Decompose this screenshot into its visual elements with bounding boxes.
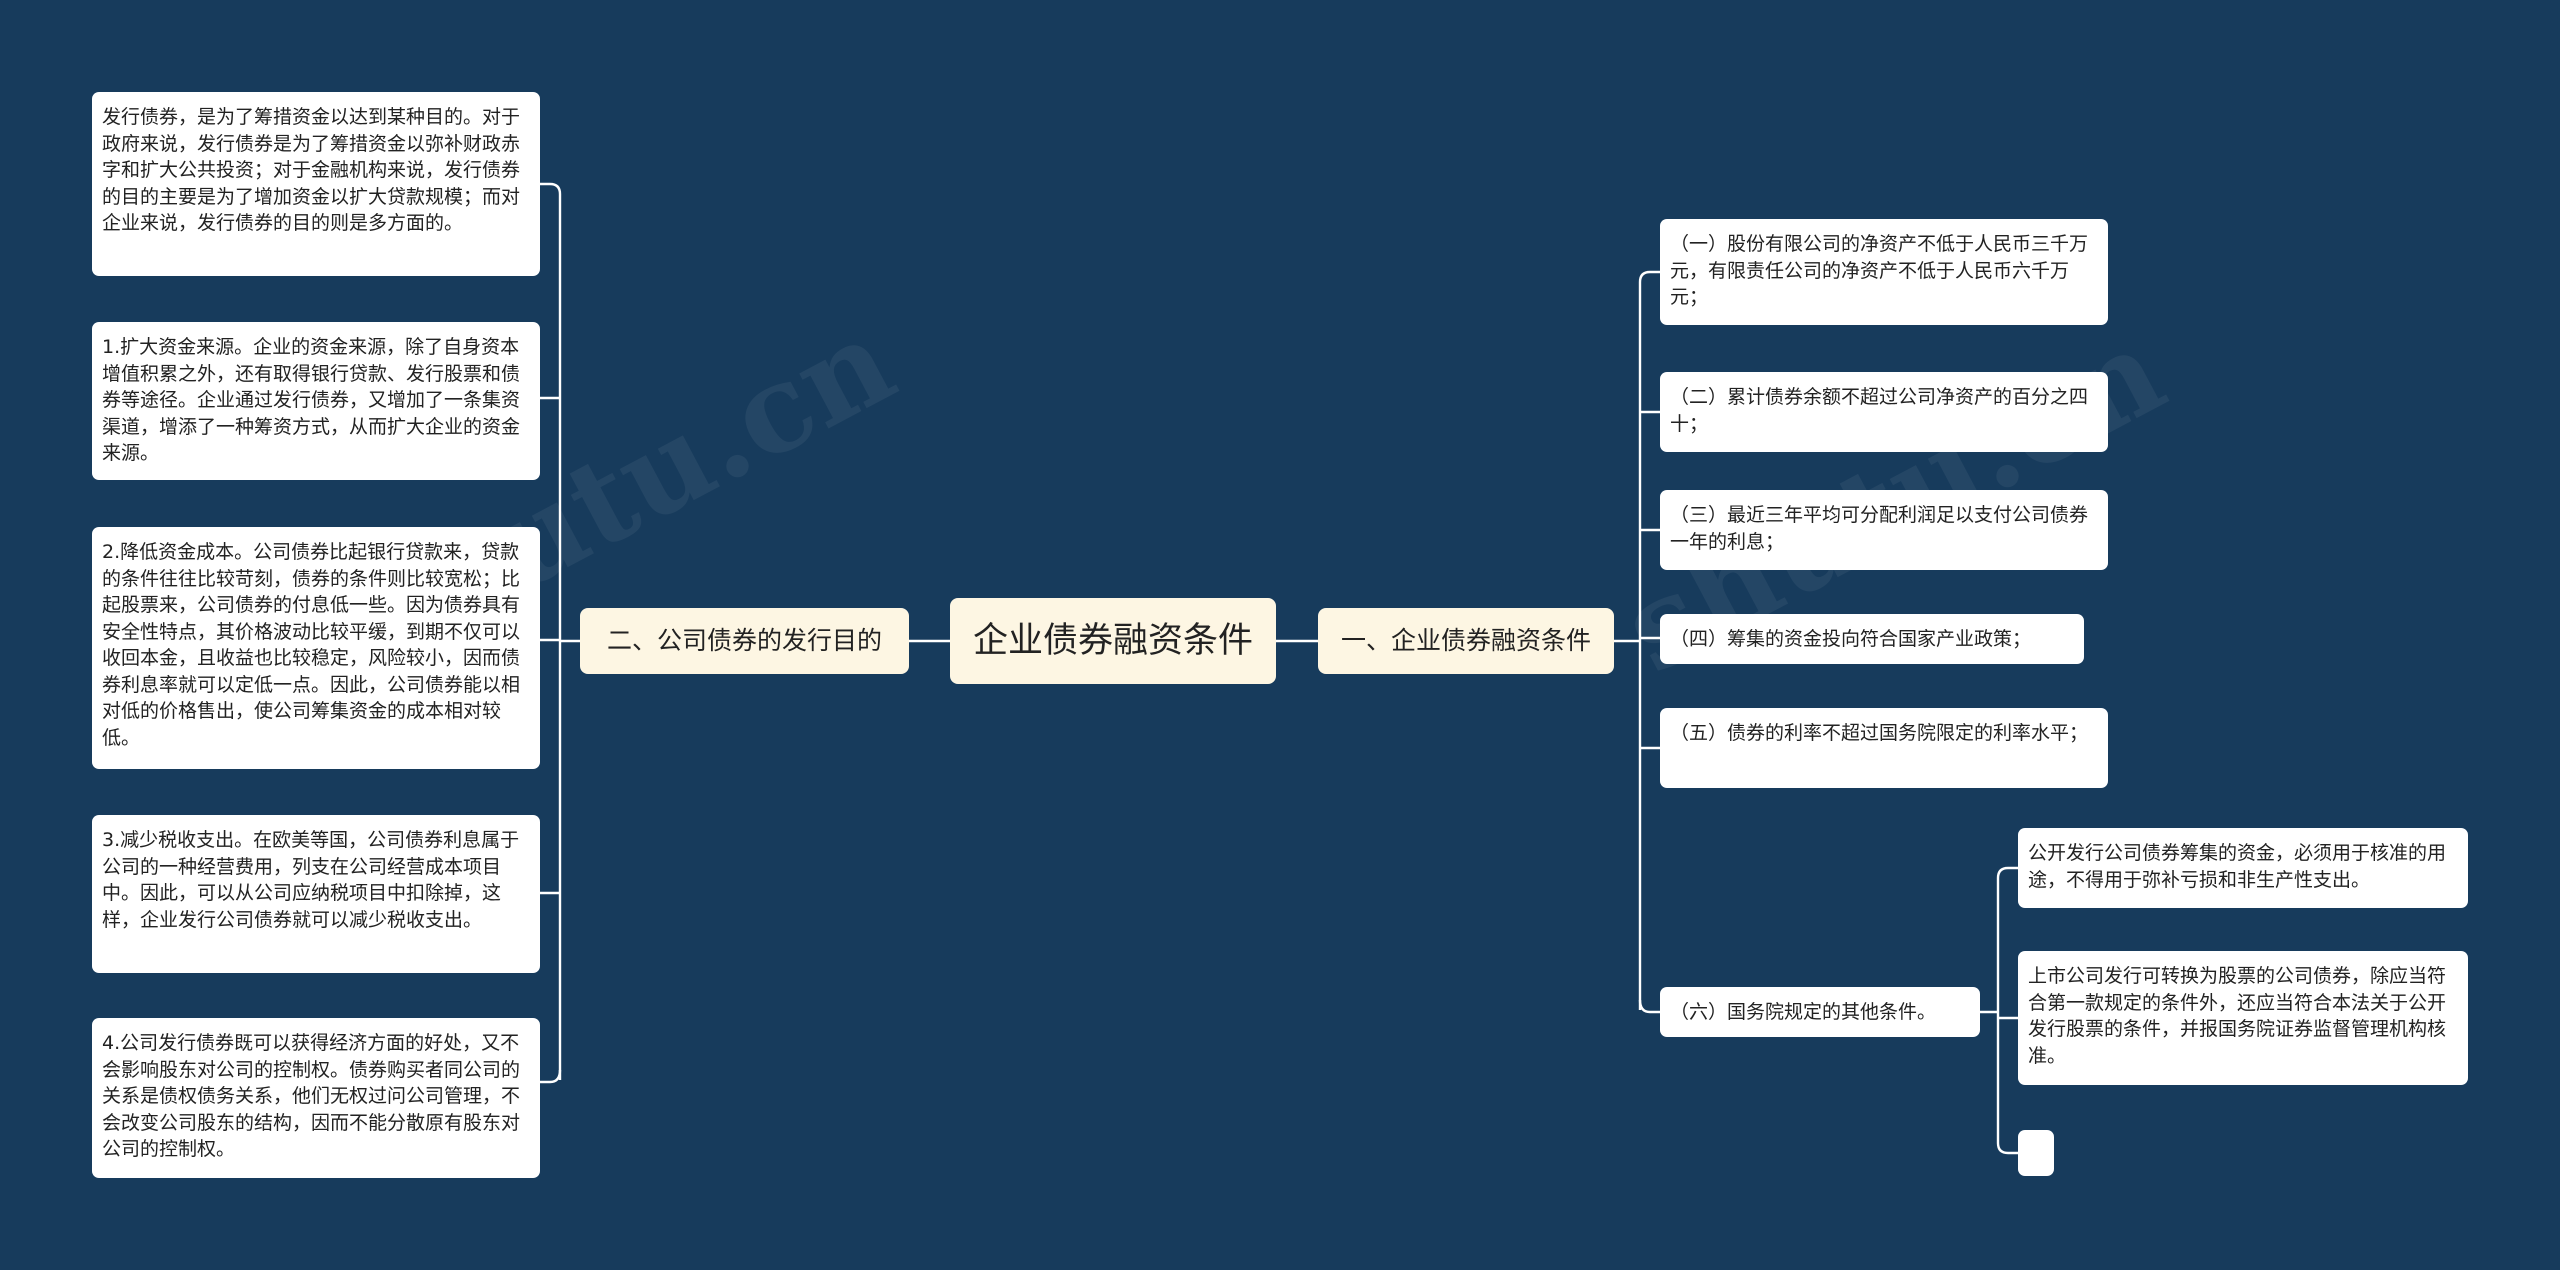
purpose-item[interactable]: 1.扩大资金来源。企业的资金来源，除了自身资本增值积累之外，还有取得银行贷款、发… bbox=[92, 322, 540, 480]
branch-issuance-purpose[interactable]: 二、公司债券的发行目的 bbox=[580, 608, 909, 674]
root-topic[interactable]: 企业债券融资条件 bbox=[950, 598, 1276, 684]
branch-financing-conditions[interactable]: 一、企业债券融资条件 bbox=[1318, 608, 1614, 674]
condition-item[interactable]: （六）国务院规定的其他条件。 bbox=[1660, 987, 1980, 1037]
purpose-item[interactable]: 3.减少税收支出。在欧美等国，公司债券利息属于公司的一种经营费用，列支在公司经营… bbox=[92, 815, 540, 973]
condition-item[interactable]: （五）债券的利率不超过国务院限定的利率水平； bbox=[1660, 708, 2108, 788]
condition-item[interactable]: （一）股份有限公司的净资产不低于人民币三千万元，有限责任公司的净资产不低于人民币… bbox=[1660, 219, 2108, 325]
condition-item[interactable]: （三）最近三年平均可分配利润足以支付公司债券一年的利息； bbox=[1660, 490, 2108, 570]
condition-item[interactable]: （二）累计债券余额不超过公司净资产的百分之四十； bbox=[1660, 372, 2108, 452]
empty-sub-item[interactable] bbox=[2018, 1130, 2054, 1176]
condition-item[interactable]: （四）筹集的资金投向符合国家产业政策； bbox=[1660, 614, 2084, 664]
purpose-item[interactable]: 2.降低资金成本。公司债券比起银行贷款来，贷款的条件往往比较苛刻，债券的条件则比… bbox=[92, 527, 540, 769]
purpose-item[interactable]: 发行债券，是为了筹措资金以达到某种目的。对于政府来说，发行债券是为了筹措资金以弥… bbox=[92, 92, 540, 276]
sub-condition-item[interactable]: 上市公司发行可转换为股票的公司债券，除应当符合第一款规定的条件外，还应当符合本法… bbox=[2018, 951, 2468, 1085]
purpose-item[interactable]: 4.公司发行债券既可以获得经济方面的好处，又不会影响股东对公司的控制权。债券购买… bbox=[92, 1018, 540, 1178]
sub-condition-item[interactable]: 公开发行公司债券筹集的资金，必须用于核准的用途，不得用于弥补亏损和非生产性支出。 bbox=[2018, 828, 2468, 908]
